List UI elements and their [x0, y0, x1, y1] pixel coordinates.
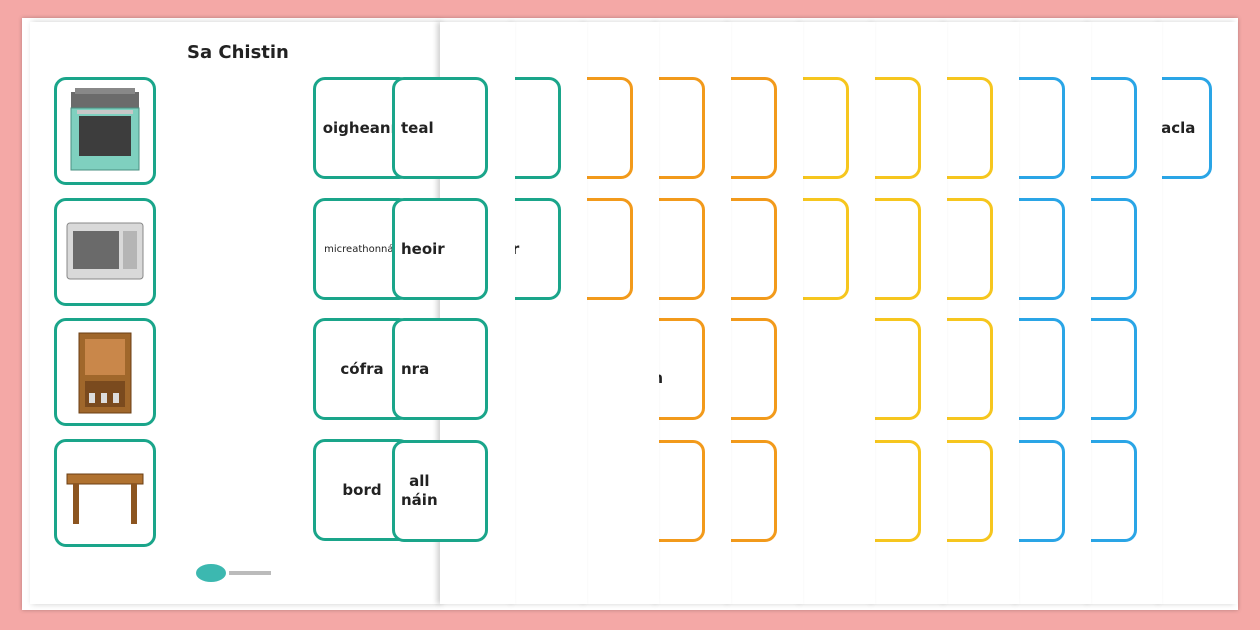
oven-picture [54, 77, 156, 185]
table-picture [54, 439, 156, 547]
background-sheet-9: nachillereasteal [969, 22, 1091, 604]
cupboard-picture [54, 318, 156, 426]
background-sheet-8: seánlgcaifeaoir [897, 22, 1019, 604]
sheet-1-card-2[interactable]: heoir [392, 198, 488, 300]
background-sheet-10: dánhánab lacadán [1041, 22, 1162, 604]
background-sheet-3: úrvé [537, 22, 659, 604]
sheet-title: Sa Chistin [187, 42, 289, 63]
background-sheet-5: lrúsbacois papa [681, 22, 803, 604]
background-sheet-6: eiúr [753, 22, 875, 604]
sheet-1-card-3[interactable]: nra [392, 318, 488, 420]
background-sheet-7: adaganeogteoir D [825, 22, 947, 604]
sheet-1-card-1[interactable]: teal [392, 77, 488, 179]
front-sheet: Sa Chistin oi [30, 22, 440, 604]
background-sheet-11: iacla [1150, 22, 1237, 604]
background-sheet-2: hotaiteoir [465, 22, 587, 604]
twinkl-logo-icon [196, 564, 271, 582]
background-sheet-4: aercéadra iceánllín [609, 22, 731, 604]
microwave-picture [54, 198, 156, 306]
background-sheet-1: teal heoir nra all náin [392, 22, 515, 604]
sheet-1-card-4[interactable]: all náin [392, 440, 488, 542]
